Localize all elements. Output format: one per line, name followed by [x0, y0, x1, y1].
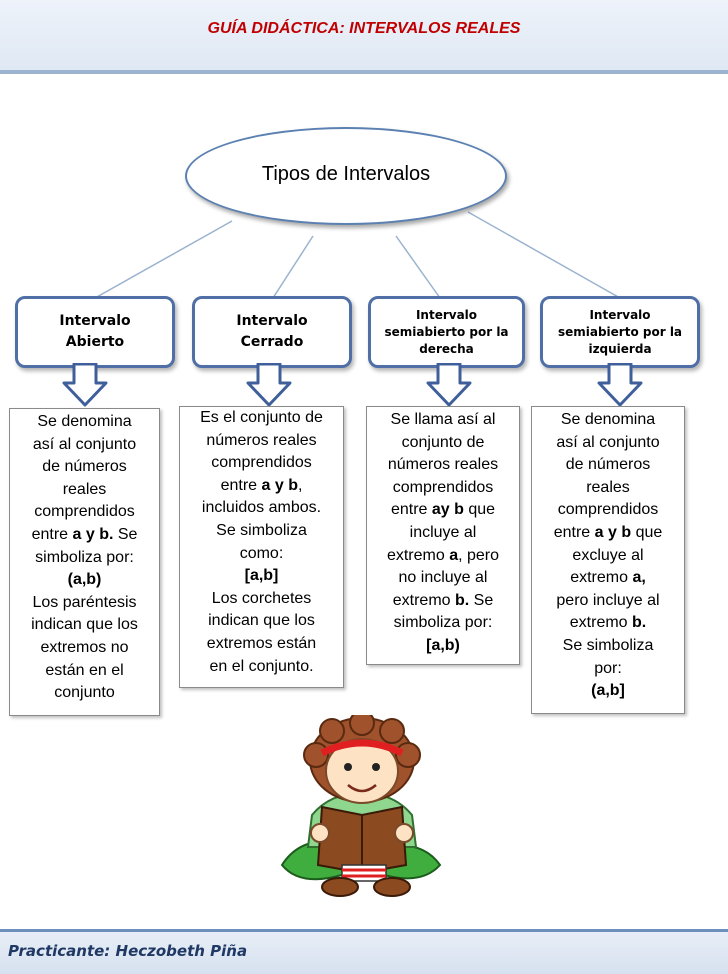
type-node-semiabierto-izquierda: Intervalo semiabierto por la izquierda	[540, 296, 700, 368]
type-node-label: Intervalo semiabierto por la derecha	[384, 307, 508, 358]
type-node-label: Intervalo semiabierto por la izquierda	[558, 307, 682, 358]
author-credit: Practicante: Heczobeth Piña	[8, 942, 247, 960]
connector-abierto	[95, 221, 232, 298]
root-node-label: Tipos de Intervalos	[262, 163, 430, 186]
type-node-cerrado: Intervalo Cerrado	[192, 296, 352, 368]
root-node: Tipos de Intervalos	[185, 127, 507, 225]
footer-bar: Practicante: Heczobeth Piña	[0, 929, 728, 974]
description-semiabierto-izquierda: Se denomina así al conjunto de números r…	[531, 406, 685, 714]
down-arrow-icon	[61, 363, 109, 407]
connector-izquierda	[468, 212, 620, 298]
type-node-abierto: Intervalo Abierto	[15, 296, 175, 368]
description-abierto: Se denomina así al conjunto de números r…	[9, 408, 160, 716]
description-cerrado: Es el conjunto de números reales compren…	[179, 406, 344, 688]
connector-derecha	[396, 236, 440, 298]
description-semiabierto-derecha: Se llama así al conjunto de números real…	[366, 406, 520, 665]
type-node-label: Intervalo Cerrado	[236, 311, 307, 353]
child-reading-book-icon	[272, 715, 452, 905]
type-node-label: Intervalo Abierto	[59, 311, 130, 353]
down-arrow-icon	[596, 363, 644, 407]
type-node-semiabierto-derecha: Intervalo semiabierto por la derecha	[368, 296, 525, 368]
down-arrow-icon	[425, 363, 473, 407]
connector-cerrado	[273, 236, 313, 298]
down-arrow-icon	[245, 363, 293, 407]
